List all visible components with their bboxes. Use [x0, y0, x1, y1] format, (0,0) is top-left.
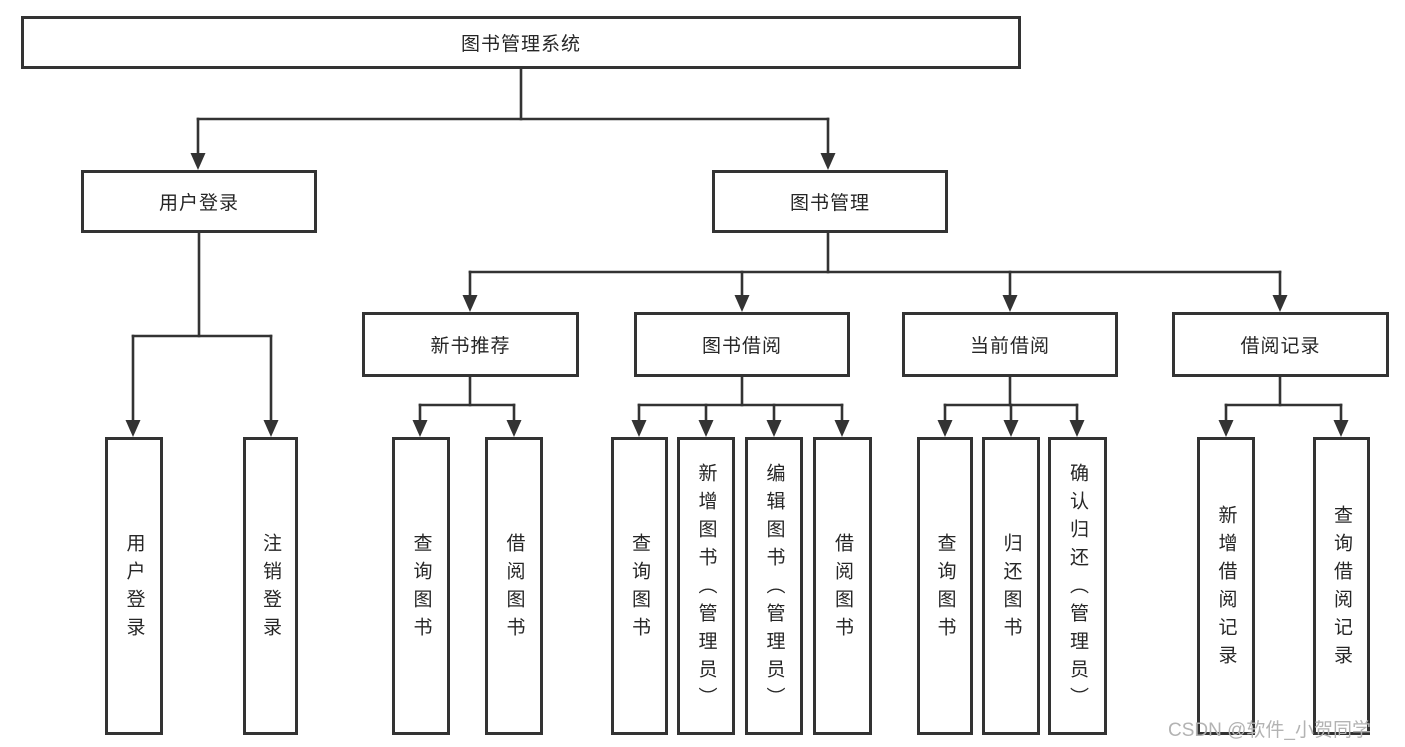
leaf-query-borrow-record-node: 查询借阅记录 — [1313, 437, 1370, 735]
book-borrow-node: 图书借阅 — [634, 312, 850, 377]
connector-root-to-level2 — [190, 66, 836, 170]
root-node-label: 图书管理系统 — [460, 34, 581, 55]
leaf-user-login-label: 用户登录 — [123, 533, 145, 645]
connector-borrow-records-branch — [1218, 375, 1349, 437]
leaf-borrow-books-borrow-label: 借阅图书 — [832, 533, 853, 645]
leaf-query-books-rec-node: 查询图书 — [392, 437, 450, 735]
leaf-add-borrow-record-label: 新增借阅记录 — [1215, 505, 1237, 673]
leaf-confirm-return-label: 确认归还（管理员） — [1067, 463, 1088, 715]
borrow-records-node-label: 借阅记录 — [1240, 336, 1321, 357]
connector-user-login-branch — [125, 231, 279, 437]
current-borrow-node: 当前借阅 — [902, 312, 1118, 377]
leaf-confirm-return-node: 确认归还（管理员） — [1048, 437, 1107, 735]
leaf-borrow-books-borrow-node: 借阅图书 — [813, 437, 872, 735]
connector-current-borrow-branch — [937, 375, 1085, 437]
leaf-query-books-borrow-node: 查询图书 — [611, 437, 668, 735]
user-login-node-label: 用户登录 — [158, 193, 239, 214]
leaf-edit-books-node: 编辑图书（管理员） — [745, 437, 803, 735]
leaf-logout-label: 注销登录 — [260, 533, 281, 645]
connector-book-mgmt-branch — [462, 231, 1288, 312]
csdn-watermark: CSDN @软件_小贺同学 — [1168, 720, 1371, 741]
root-node: 图书管理系统 — [21, 16, 1021, 69]
new-book-recommend-node: 新书推荐 — [362, 312, 579, 377]
leaf-query-books-current-node: 查询图书 — [917, 437, 973, 735]
book-borrow-node-label: 图书借阅 — [701, 336, 782, 357]
leaf-query-borrow-record-label: 查询借阅记录 — [1331, 505, 1352, 673]
leaf-query-books-rec-label: 查询图书 — [410, 533, 432, 645]
book-management-node-label: 图书管理 — [789, 193, 870, 214]
leaf-borrow-books-rec-node: 借阅图书 — [485, 437, 543, 735]
book-management-node: 图书管理 — [712, 170, 948, 233]
leaf-add-books-label: 新增图书（管理员） — [695, 463, 717, 715]
leaf-return-books-node: 归还图书 — [982, 437, 1040, 735]
leaf-borrow-books-rec-label: 借阅图书 — [503, 533, 525, 645]
leaf-add-books-node: 新增图书（管理员） — [677, 437, 735, 735]
leaf-add-borrow-record-node: 新增借阅记录 — [1197, 437, 1255, 735]
leaf-query-books-borrow-label: 查询图书 — [629, 533, 650, 645]
leaf-query-books-current-label: 查询图书 — [934, 533, 956, 645]
leaf-return-books-label: 归还图书 — [1000, 533, 1022, 645]
user-login-node: 用户登录 — [81, 170, 317, 233]
leaf-edit-books-label: 编辑图书（管理员） — [763, 463, 785, 715]
borrow-records-node: 借阅记录 — [1172, 312, 1389, 377]
leaf-logout-node: 注销登录 — [243, 437, 298, 735]
leaf-user-login-node: 用户登录 — [105, 437, 163, 735]
connector-book-borrow-branch — [631, 375, 850, 437]
current-borrow-node-label: 当前借阅 — [969, 336, 1050, 357]
new-book-recommend-node-label: 新书推荐 — [430, 336, 511, 357]
connector-new-book-rec-branch — [412, 375, 522, 437]
